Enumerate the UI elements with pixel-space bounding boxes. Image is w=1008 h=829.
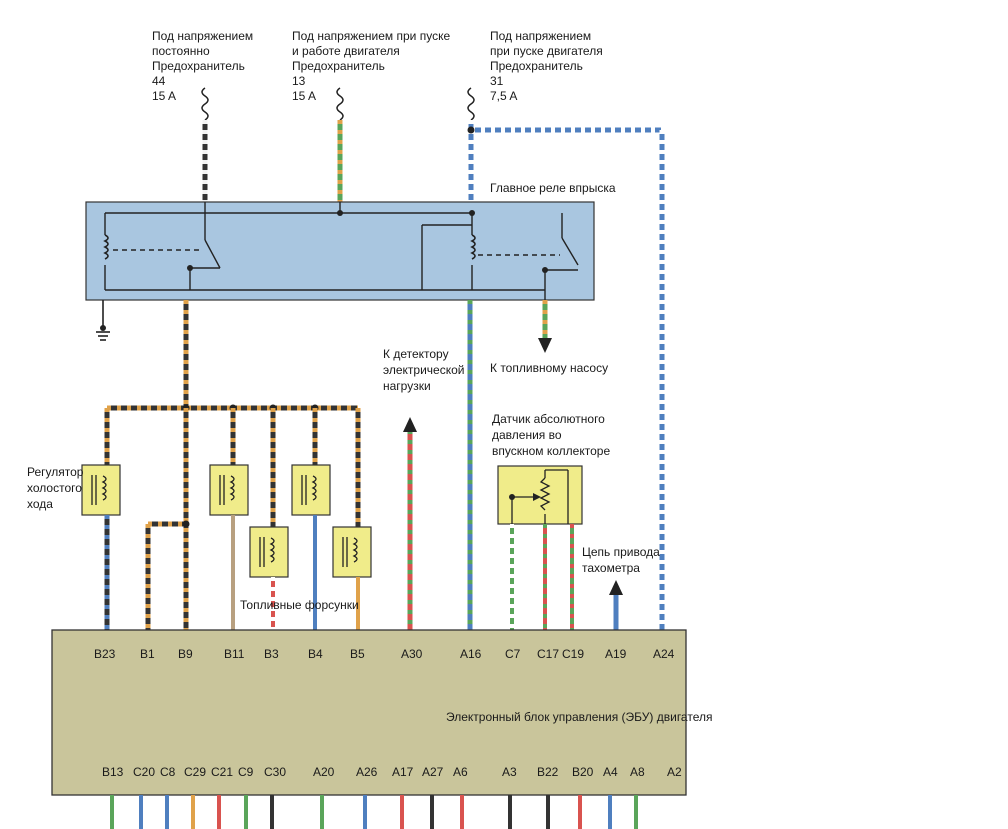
svg-text:Предохранитель: Предохранитель — [292, 59, 385, 73]
idle-regulator-label-2: холостого — [27, 481, 82, 495]
supply-label-fuse-44: Под напряжением постоянно Предохранитель… — [152, 29, 253, 103]
ecu-pin: C9 — [238, 765, 254, 779]
relay-internal-wiring — [104, 202, 579, 300]
ecu-pin: B23 — [94, 647, 116, 661]
ecu-pin: A16 — [460, 647, 482, 661]
ecu-pin: B11 — [224, 647, 245, 661]
idle-regulator-label-1: Регулятор — [27, 465, 84, 479]
junction-dot — [182, 520, 190, 528]
fuse-31-symbol — [467, 87, 475, 121]
svg-text:44: 44 — [152, 74, 166, 88]
ecu-pin: A2 — [667, 765, 682, 779]
ecu-pin: C29 — [184, 765, 206, 779]
ground-dot — [100, 325, 106, 331]
map-sensor-label-3: впускном коллекторе — [492, 444, 610, 458]
ecu-pin: C30 — [264, 765, 286, 779]
ecu-pin: A20 — [313, 765, 335, 779]
load-detector-label-1: К детектору — [383, 347, 449, 361]
ecu-pin: A27 — [422, 765, 444, 779]
map-sensor-label-1: Датчик абсолютного — [492, 412, 605, 426]
ecu-pin: C17 — [537, 647, 559, 661]
relay-junction-dots — [187, 210, 548, 273]
ecu-pin: B3 — [264, 647, 279, 661]
junction-dot — [467, 126, 475, 134]
tacho-label-1: Цепь привода — [582, 545, 660, 559]
ground-icon — [96, 300, 110, 341]
svg-text:и работе двигателя: и работе двигателя — [292, 44, 400, 58]
tacho-arrow-icon — [609, 580, 623, 595]
ecu-pin: A17 — [392, 765, 414, 779]
ecu-pin: C21 — [211, 765, 233, 779]
fuse-13-symbol — [336, 87, 344, 121]
svg-text:Предохранитель: Предохранитель — [490, 59, 583, 73]
load-detector-label-3: нагрузки — [383, 379, 431, 393]
ecu-pin: A24 — [653, 647, 675, 661]
svg-text:Под напряжением: Под напряжением — [490, 29, 591, 43]
load-detector-label-2: электрической — [383, 363, 464, 377]
fuel-pump-arrow-icon — [538, 338, 552, 353]
ecu-pin: A19 — [605, 647, 627, 661]
ecu-pin: A8 — [630, 765, 645, 779]
svg-text:13: 13 — [292, 74, 306, 88]
ecu-pin: A6 — [453, 765, 468, 779]
junction-dot — [509, 494, 515, 500]
bus-drops — [104, 408, 361, 632]
ecu-pin: C19 — [562, 647, 584, 661]
injector-2 — [249, 526, 289, 578]
svg-text:31: 31 — [490, 74, 504, 88]
ecu-label: Электронный блок управления (ЭБУ) двигат… — [446, 710, 712, 724]
ecu-top-pins: B23 B1 B9 B11 B3 B4 B5 A30 A16 C7 C17 C1… — [94, 647, 675, 661]
main-relay-label: Главное реле впрыска — [490, 181, 616, 195]
fuel-pump-label: К топливному насосу — [490, 361, 608, 375]
injectors-label: Топливные форсунки — [240, 598, 359, 612]
svg-text:7,5 A: 7,5 A — [490, 89, 517, 103]
map-sensor-label-2: давления во — [492, 428, 562, 442]
injector-1 — [209, 464, 249, 516]
fuse-44-symbol — [201, 87, 209, 121]
ecu-pin: B1 — [140, 647, 155, 661]
ecu-pin: B5 — [350, 647, 365, 661]
load-detector-arrow-icon — [403, 417, 417, 432]
ecu-bottom-wire-stubs — [110, 795, 638, 829]
ecu-pin: C20 — [133, 765, 155, 779]
svg-text:15 A: 15 A — [292, 89, 316, 103]
ecu-pin: B4 — [308, 647, 323, 661]
ecu-pin: A26 — [356, 765, 378, 779]
idle-regulator-label-3: хода — [27, 497, 53, 511]
supply-label-fuse-13: Под напряжением при пуске и работе двига… — [292, 29, 450, 103]
idle-regulator — [81, 464, 121, 516]
ecu-pin: B9 — [178, 647, 193, 661]
ecu-pin: B13 — [102, 765, 124, 779]
map-sensor-resistor-icon — [511, 469, 569, 524]
ecu-pin: B22 — [537, 765, 559, 779]
idle-regulator-coil-icon — [91, 475, 107, 505]
supply-label-fuse-31: Под напряжением при пуске двигателя Пред… — [490, 29, 603, 103]
ecu-box — [51, 629, 687, 796]
ecu-pin: B20 — [572, 765, 594, 779]
injector-4 — [332, 526, 372, 578]
svg-text:Под напряжением: Под напряжением — [152, 29, 253, 43]
main-relay-box — [85, 201, 595, 301]
ecu-pin: A3 — [502, 765, 517, 779]
svg-text:при пуске двигателя: при пуске двигателя — [490, 44, 603, 58]
injector-3 — [291, 464, 331, 516]
ecu-pin: A4 — [603, 765, 618, 779]
ecu-pin: A30 — [401, 647, 423, 661]
svg-text:Под напряжением при пуске: Под напряжением при пуске — [292, 29, 450, 43]
svg-text:15 A: 15 A — [152, 89, 176, 103]
svg-text:постоянно: постоянно — [152, 44, 210, 58]
ecu-pin: C8 — [160, 765, 176, 779]
ecu-pin: C7 — [505, 647, 521, 661]
map-sensor-wiper-icon — [533, 493, 541, 501]
ecu-bottom-pins: B13 C20 C8 C29 C21 C9 C30 A20 A26 A17 A2… — [102, 765, 682, 779]
tacho-label-2: тахометра — [582, 561, 640, 575]
svg-text:Предохранитель: Предохранитель — [152, 59, 245, 73]
